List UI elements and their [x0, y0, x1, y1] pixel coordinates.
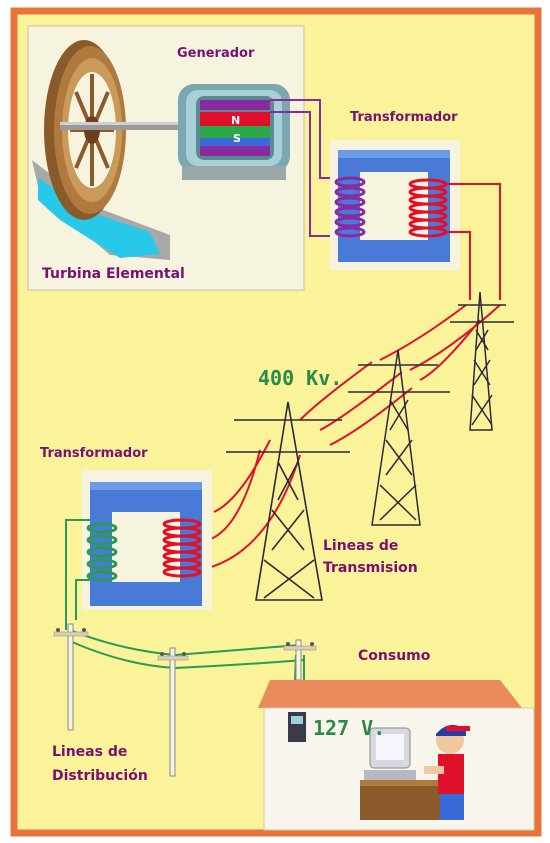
- magnet-south-label: S: [233, 132, 241, 145]
- distribution-lines-label-line1: Lineas de: [52, 744, 127, 760]
- generator-panel: N S: [28, 26, 304, 290]
- generator-label: Generador: [177, 46, 254, 61]
- transformer-top: [330, 140, 460, 270]
- consumption-label: Consumo: [358, 648, 430, 664]
- turbine-label: Turbina Elemental: [42, 266, 185, 282]
- transmission-lines-label-line2: Transmision: [323, 560, 418, 576]
- magnet-north-label: N: [231, 114, 240, 127]
- transformer-top-label: Transformador: [350, 110, 458, 125]
- transformer-bottom: [82, 470, 212, 610]
- transmission-lines-label-line1: Lineas de: [323, 538, 398, 554]
- consumer-house: [258, 680, 534, 830]
- distribution-lines-label-line2: Distribución: [52, 768, 148, 784]
- transmission-voltage-label: 400 Kv.: [258, 366, 342, 390]
- transformer-bottom-label: Transformador: [40, 446, 148, 461]
- house-roof: [258, 680, 522, 708]
- home-voltage-label: 127 V.: [313, 716, 385, 740]
